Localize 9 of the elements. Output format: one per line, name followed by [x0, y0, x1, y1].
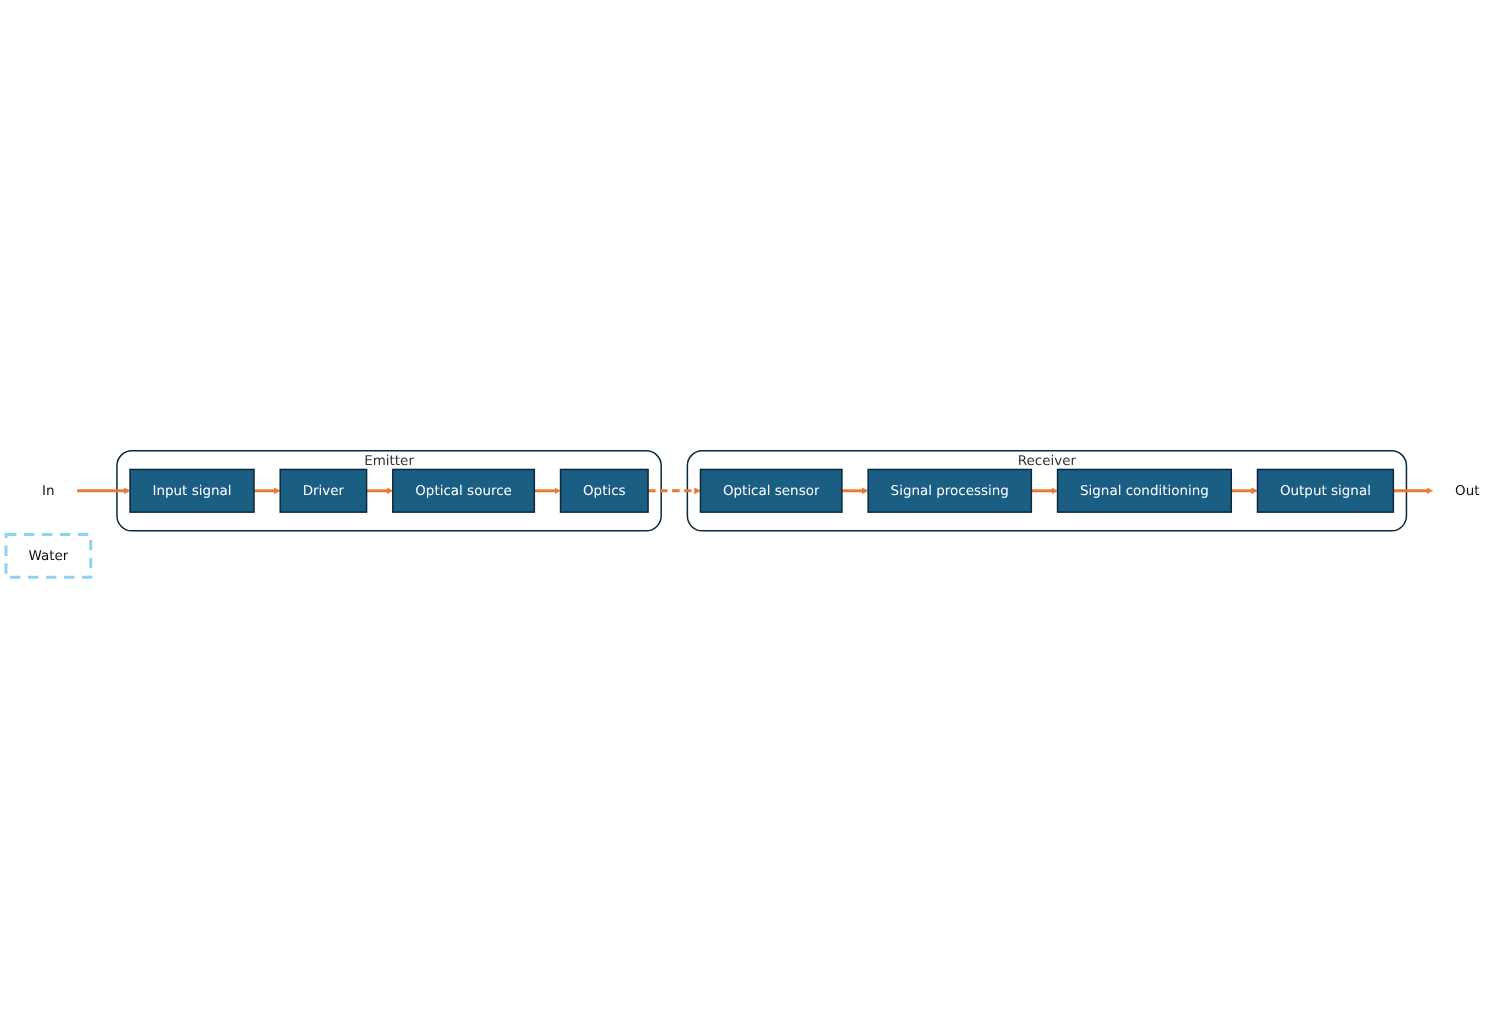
arrow [841, 487, 869, 495]
arrow [1393, 487, 1433, 495]
arrow [254, 487, 281, 495]
arrow [534, 487, 561, 495]
arrow [366, 487, 394, 495]
arrow [648, 487, 701, 495]
arrow [1031, 487, 1058, 495]
arrow [1231, 487, 1258, 495]
arrow [77, 487, 131, 495]
